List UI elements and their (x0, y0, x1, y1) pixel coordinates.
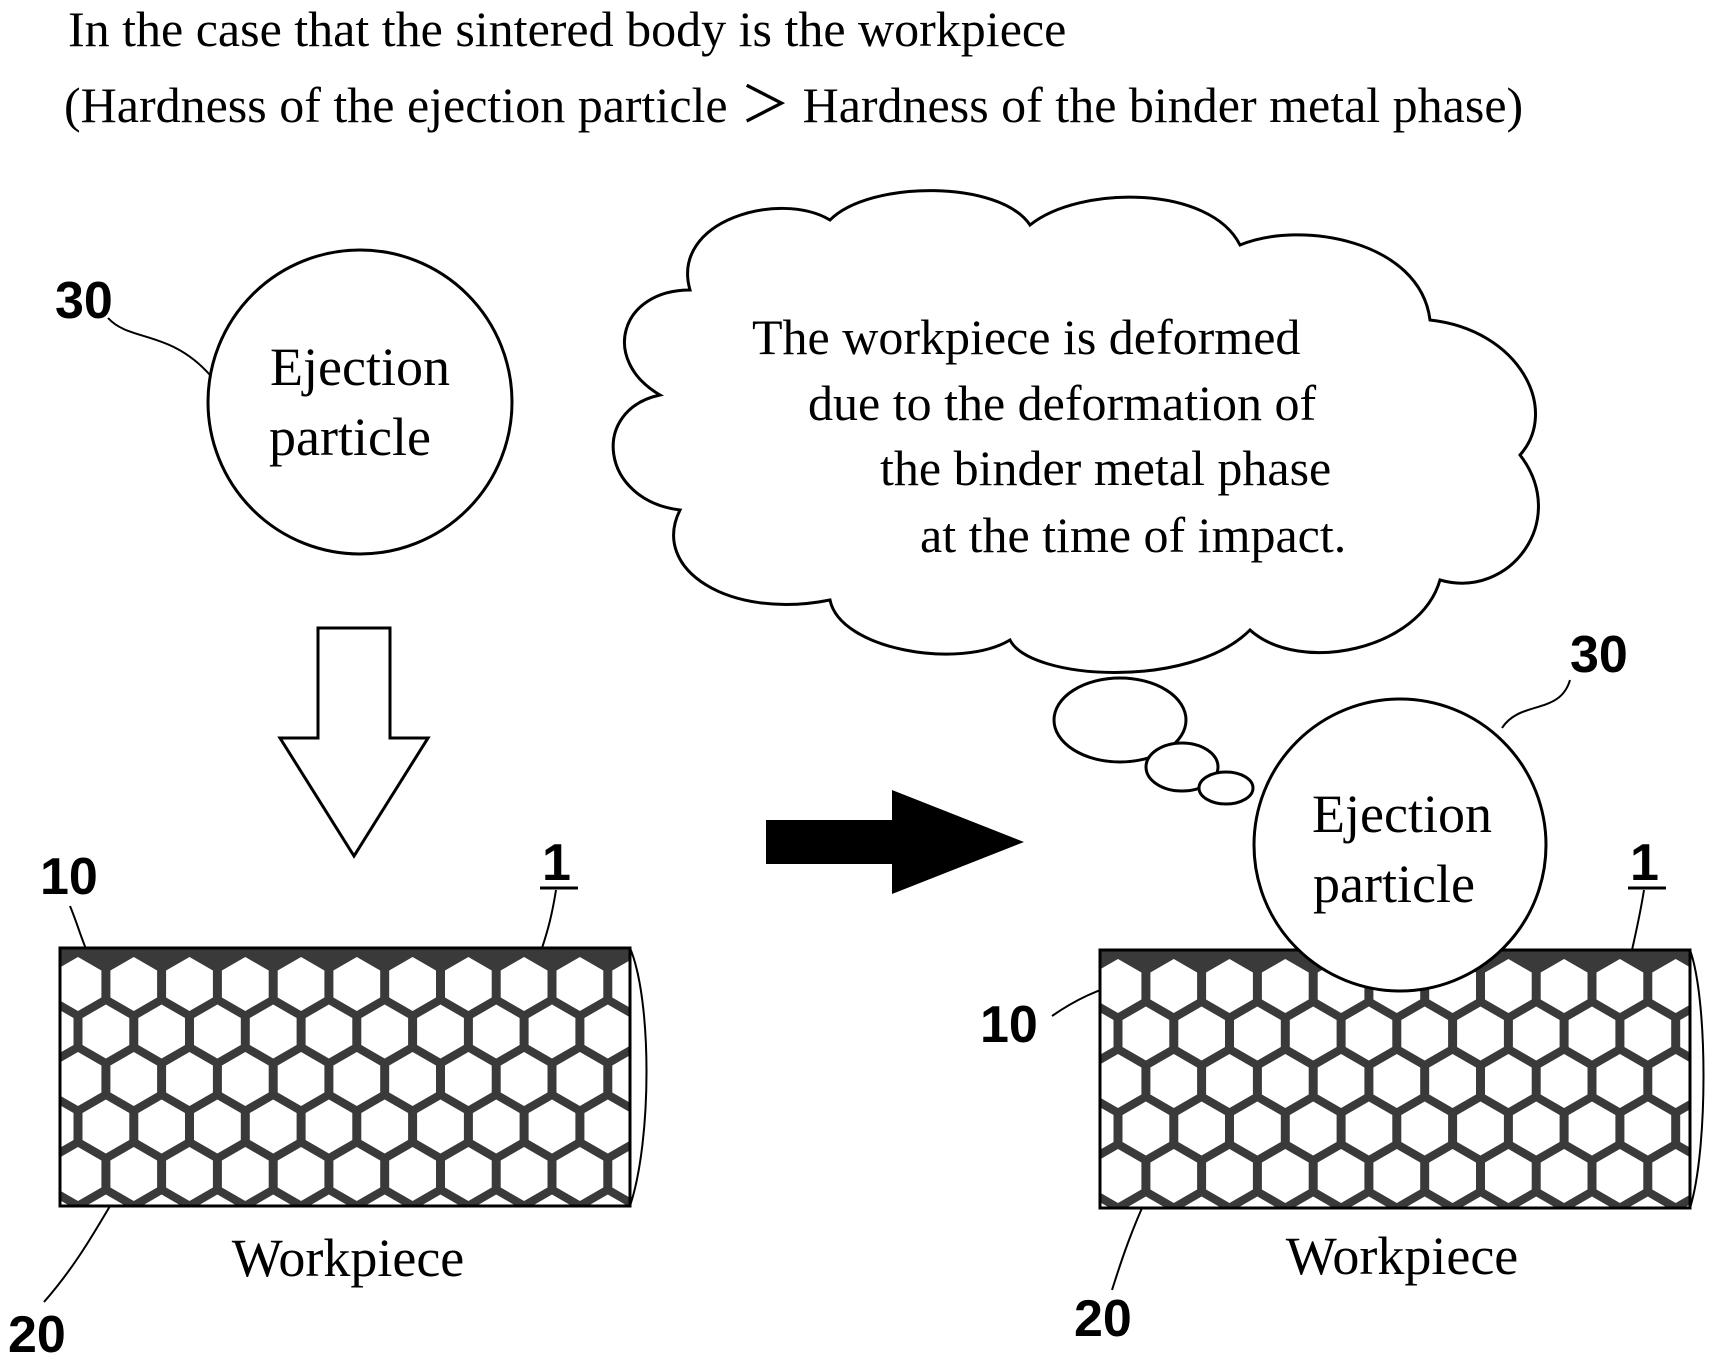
right-grain-ref: 10 (980, 996, 1038, 1054)
left-hard-grain (696, 1100, 743, 1154)
thought-trail-bubble-small (1199, 772, 1253, 804)
left-particle-ref: 30 (55, 272, 113, 330)
right-particle-label-2: particle (1313, 854, 1475, 914)
left-hard-grain (640, 1005, 687, 1059)
left-hard-grain (110, 1242, 157, 1296)
left-binder-leader (44, 1206, 110, 1302)
thought-text-line-3: the binder metal phase (880, 440, 1331, 496)
left-hard-grain (668, 1052, 715, 1106)
left-particle-label-1: Ejection (270, 337, 450, 397)
right-hard-grain (1708, 1054, 1721, 1108)
right-particle-ref: 30 (1570, 626, 1628, 684)
left-workpiece-ref: 1 (542, 834, 571, 892)
left-hard-grain (752, 1100, 799, 1154)
left-hard-grain (640, 1195, 687, 1249)
left-hard-grain (0, 957, 46, 1011)
right-hard-grain (1206, 1244, 1253, 1298)
left-hard-grain (668, 1147, 715, 1201)
thought-text-line-1: The workpiece is deformed (752, 309, 1300, 365)
right-binder-leader (1112, 1208, 1142, 1290)
left-hard-grain (724, 957, 771, 1011)
left-hard-grain (0, 1242, 46, 1296)
left-hard-grain (668, 957, 715, 1011)
left-particle-label-2: particle (269, 407, 431, 467)
left-hard-grain (752, 1195, 799, 1249)
right-hard-grain (1708, 1149, 1721, 1203)
left-workpiece-ref-leader (542, 890, 556, 948)
left-hard-grain (752, 1005, 799, 1059)
thought-text-line-4: at the time of impact. (920, 507, 1346, 563)
left-hard-grain (668, 1242, 715, 1296)
right-hard-grain (1652, 1244, 1699, 1298)
right-hard-grain (1150, 1244, 1197, 1298)
left-grain-ref: 10 (40, 848, 98, 906)
right-hard-grain (1039, 1054, 1086, 1108)
left-hard-grain (724, 1052, 771, 1106)
left-hard-grain (557, 1242, 604, 1296)
right-workpiece-ref-leader (1632, 890, 1644, 950)
left-particle-leader (108, 318, 210, 375)
right-particle-leader (1502, 680, 1570, 728)
right-hard-grain (1708, 959, 1721, 1013)
left-hard-grain (612, 1242, 659, 1296)
left-binder-ref: 20 (8, 1306, 66, 1364)
right-particle-label-1: Ejection (1312, 784, 1492, 844)
right-hard-grain (1039, 959, 1086, 1013)
left-workpiece-label: Workpiece (232, 1228, 465, 1288)
left-hard-grain (640, 1100, 687, 1154)
right-hard-grain (1541, 1244, 1588, 1298)
impact-down-arrow (280, 628, 428, 856)
right-workpiece-label: Workpiece (1286, 1226, 1519, 1286)
right-hard-grain (1039, 1149, 1086, 1203)
left-hard-grain (696, 1195, 743, 1249)
left-hard-grain (724, 1147, 771, 1201)
left-ejection-particle (208, 250, 512, 554)
left-hard-grain (0, 1052, 46, 1106)
thought-text-line-2: due to the deformation of (808, 375, 1317, 431)
left-hard-grain (0, 1147, 46, 1201)
left-hard-grain (696, 1005, 743, 1059)
heading-line-2: (Hardness of the ejection particle ＞ Har… (64, 77, 1523, 133)
right-ejection-particle (1254, 699, 1546, 991)
transition-arrow (766, 790, 1024, 894)
thought-cloud (613, 191, 1538, 673)
right-hard-grain (1597, 1244, 1644, 1298)
left-hard-grain (501, 1242, 548, 1296)
left-hard-grain (166, 1242, 213, 1296)
right-workpiece-ref: 1 (1630, 834, 1659, 892)
heading-line-1: In the case that the sintered body is th… (68, 1, 1066, 57)
right-binder-ref: 20 (1074, 1290, 1132, 1348)
right-hard-grain (1708, 1244, 1721, 1298)
left-hard-grain (724, 1242, 771, 1296)
left-hard-grain (55, 1242, 102, 1296)
